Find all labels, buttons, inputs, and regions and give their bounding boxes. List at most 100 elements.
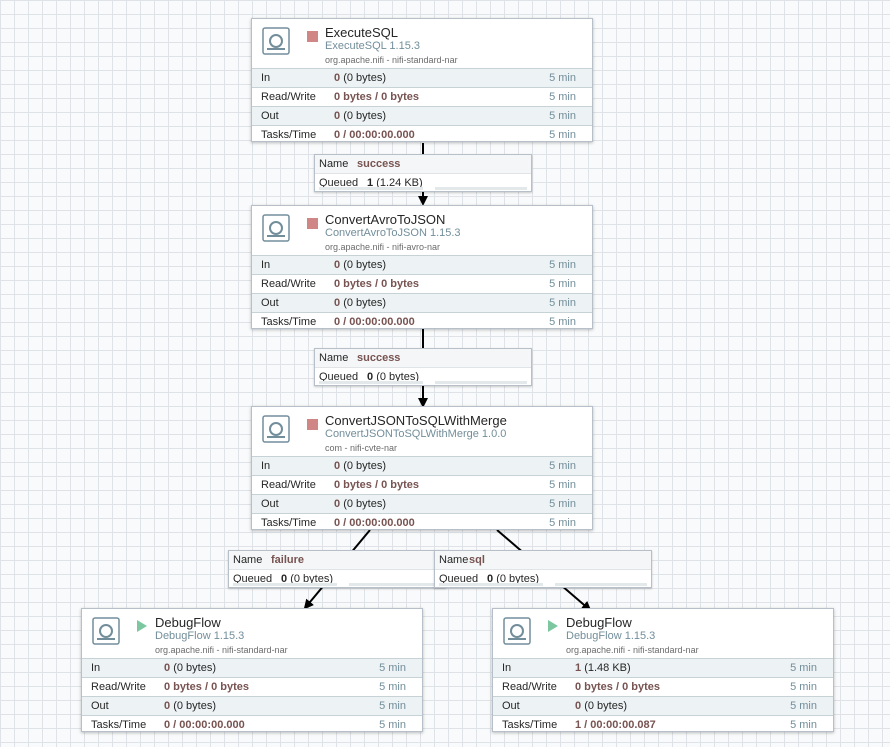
stat-label: Tasks/Time: [502, 719, 558, 731]
processor-name: ConvertJSONToSQLWithMerge: [325, 413, 507, 428]
stat-value: 0 / 00:00:00.000: [334, 129, 415, 141]
processor-header: ExecuteSQL ExecuteSQL 1.15.3 org.apache.…: [252, 19, 592, 69]
stat-label: Out: [261, 297, 279, 309]
stat-value: 0 bytes / 0 bytes: [575, 681, 660, 693]
connection-name: sql: [469, 554, 485, 566]
connection-name-label: Name: [233, 554, 263, 566]
stat-label: Out: [261, 110, 279, 122]
processor-stats: In 0 (0 bytes) 5 min Read/Write 0 bytes …: [82, 658, 422, 734]
stat-window: 5 min: [549, 91, 576, 103]
queue-count-bar: [319, 187, 423, 190]
connection-queued-row: Queued 0 (0 bytes): [315, 368, 531, 386]
stat-window: 5 min: [549, 316, 576, 328]
connection-name-row: Name success: [315, 349, 531, 368]
stat-in: In 0 (0 bytes) 5 min: [252, 68, 592, 87]
processor-executesql[interactable]: ExecuteSQL ExecuteSQL 1.15.3 org.apache.…: [251, 18, 593, 142]
processor-bundle: org.apache.nifi - nifi-standard-nar: [155, 645, 288, 655]
stat-label: Tasks/Time: [261, 517, 317, 529]
processor-stats: In 0 (0 bytes) 5 min Read/Write 0 bytes …: [252, 68, 592, 144]
connection-name: success: [357, 158, 401, 170]
connection-queued-label: Queued: [233, 573, 273, 585]
stat-label: Tasks/Time: [261, 316, 317, 328]
stat-read-write: Read/Write 0 bytes / 0 bytes 5 min: [252, 274, 592, 293]
connection-label-success[interactable]: Name success Queued 0 (0 bytes): [314, 348, 532, 386]
processor-bundle: org.apache.nifi - nifi-standard-nar: [566, 645, 699, 655]
play-icon: [137, 620, 147, 632]
connection-queued-label: Queued: [439, 573, 479, 585]
stat-window: 5 min: [549, 110, 576, 122]
stat-label: Out: [261, 498, 279, 510]
stat-out: Out 0 (0 bytes) 5 min: [252, 106, 592, 125]
processor-bundle: com - nifi-cvte-nar: [325, 443, 398, 453]
stat-value: 0 bytes / 0 bytes: [334, 91, 419, 103]
stat-value: 0 (0 bytes): [164, 700, 216, 712]
queue-size-bar: [435, 381, 527, 384]
queue-size-bar: [349, 583, 441, 586]
stat-label: Read/Write: [261, 278, 316, 290]
processor-debugflow-failure[interactable]: DebugFlow DebugFlow 1.15.3 org.apache.ni…: [81, 608, 423, 732]
connection-name-row: Name success: [315, 155, 531, 174]
stat-out: Out 0 (0 bytes) 5 min: [252, 494, 592, 513]
stat-value: 0 (0 bytes): [575, 700, 627, 712]
stat-tasks: Tasks/Time 0 / 00:00:00.000 5 min: [252, 312, 592, 331]
processor-convertavrotojson[interactable]: ConvertAvroToJSON ConvertAvroToJSON 1.15…: [251, 205, 593, 329]
processor-type: ConvertAvroToJSON 1.15.3: [325, 227, 461, 239]
stat-value: 0 / 00:00:00.000: [334, 517, 415, 529]
stat-value: 0 (0 bytes): [334, 460, 386, 472]
stat-value: 1 (1.48 KB): [575, 662, 631, 674]
processor-bundle: org.apache.nifi - nifi-standard-nar: [325, 55, 458, 65]
stat-label: Out: [91, 700, 109, 712]
stat-window: 5 min: [379, 662, 406, 674]
processor-type: DebugFlow 1.15.3: [566, 630, 656, 642]
stat-window: 5 min: [379, 681, 406, 693]
stat-tasks: Tasks/Time 0 / 00:00:00.000 5 min: [252, 125, 592, 144]
stat-in: In 0 (0 bytes) 5 min: [252, 255, 592, 274]
stat-label: Read/Write: [502, 681, 557, 693]
stop-icon: [307, 31, 318, 42]
stat-out: Out 0 (0 bytes) 5 min: [252, 293, 592, 312]
stat-window: 5 min: [790, 719, 817, 731]
stat-window: 5 min: [549, 259, 576, 271]
stat-window: 5 min: [549, 517, 576, 529]
stat-window: 5 min: [379, 700, 406, 712]
processor-debugflow-sql[interactable]: DebugFlow DebugFlow 1.15.3 org.apache.ni…: [492, 608, 834, 732]
processor-name: DebugFlow: [566, 615, 632, 630]
connection-label-failure[interactable]: Name failure Queued 0 (0 bytes): [228, 550, 446, 588]
connection-queued-value: 0 (0 bytes): [487, 573, 539, 585]
processor-icon: [262, 27, 290, 55]
stat-in: In 0 (0 bytes) 5 min: [82, 658, 422, 677]
stat-value: 0 bytes / 0 bytes: [334, 479, 419, 491]
play-icon: [548, 620, 558, 632]
stop-icon: [307, 218, 318, 229]
stat-window: 5 min: [549, 278, 576, 290]
processor-header: DebugFlow DebugFlow 1.15.3 org.apache.ni…: [493, 609, 833, 659]
processor-name: ConvertAvroToJSON: [325, 212, 446, 227]
stat-in: In 1 (1.48 KB) 5 min: [493, 658, 833, 677]
connection-label-sql[interactable]: Name sql Queued 0 (0 bytes): [434, 550, 652, 588]
queue-count-bar: [439, 583, 543, 586]
connection-name-row: Name sql: [435, 551, 651, 570]
stat-value: 0 (0 bytes): [334, 297, 386, 309]
stat-value: 0 (0 bytes): [334, 498, 386, 510]
connection-queued-value: 0 (0 bytes): [367, 371, 419, 383]
processor-type: ConvertJSONToSQLWithMerge 1.0.0: [325, 428, 507, 440]
connection-name-label: Name: [319, 352, 349, 364]
processor-convertjsontosqlwithmerge[interactable]: ConvertJSONToSQLWithMerge ConvertJSONToS…: [251, 406, 593, 530]
stat-read-write: Read/Write 0 bytes / 0 bytes 5 min: [82, 677, 422, 696]
stat-label: In: [261, 460, 271, 472]
stat-window: 5 min: [549, 460, 576, 472]
processor-stats: In 0 (0 bytes) 5 min Read/Write 0 bytes …: [252, 456, 592, 532]
connection-queued-row: Queued 0 (0 bytes): [229, 570, 445, 588]
connection-queued-row: Queued 1 (1.24 KB): [315, 174, 531, 192]
connection-label-success[interactable]: Name success Queued 1 (1.24 KB): [314, 154, 532, 192]
connection-name: success: [357, 352, 401, 364]
connection-queued-label: Queued: [319, 371, 359, 383]
stat-label: Tasks/Time: [91, 719, 147, 731]
stat-window: 5 min: [790, 681, 817, 693]
connection-queued-row: Queued 0 (0 bytes): [435, 570, 651, 588]
connection-name-label: Name: [319, 158, 349, 170]
stat-label: In: [261, 259, 271, 271]
processor-icon: [503, 617, 531, 645]
queue-count-bar: [233, 583, 337, 586]
